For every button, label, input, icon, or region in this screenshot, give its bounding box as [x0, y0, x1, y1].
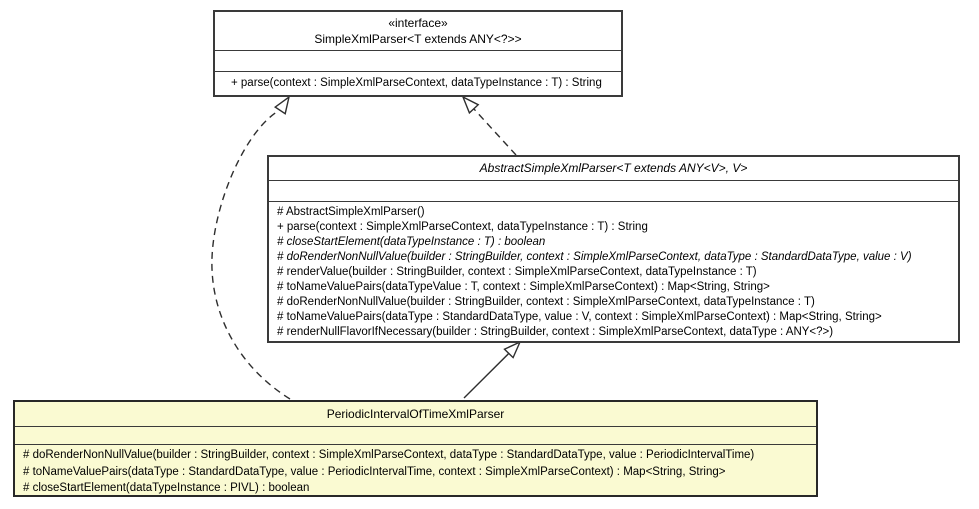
subclass-box[interactable]: PeriodicIntervalOfTimeXmlParser # doRend…: [13, 400, 818, 497]
attributes-compartment: [215, 50, 621, 71]
class-name: SimpleXmlParser<T extends ANY<?>>: [314, 32, 522, 46]
class-title-compartment: «interface» SimpleXmlParser<T extends AN…: [215, 12, 621, 50]
method-signature: # AbstractSimpleXmlParser(): [277, 206, 425, 218]
attributes-compartment: [15, 426, 816, 444]
generalization-arrow-subclass-to-abstract: [463, 352, 510, 399]
hollow-triangle-arrowhead: [461, 95, 480, 115]
methods-compartment: # AbstractSimpleXmlParser() + parse(cont…: [269, 201, 958, 341]
method-signature: # toNameValuePairs(dataType : StandardDa…: [23, 465, 726, 478]
class-name: PeriodicIntervalOfTimeXmlParser: [326, 406, 505, 421]
attributes-compartment: [269, 180, 958, 201]
class-name: AbstractSimpleXmlParser<T extends ANY<V>…: [479, 161, 748, 175]
realization-arrow-subclass-to-interface: [211, 109, 291, 400]
method-signature: # toNameValuePairs(dataType : StandardDa…: [277, 311, 882, 323]
method-signature: + parse(context : SimpleXmlParseContext,…: [277, 221, 648, 233]
method-signature: # doRenderNonNullValue(builder : StringB…: [277, 251, 912, 263]
method-signature: # renderNullFlavorIfNecessary(builder : …: [277, 326, 834, 338]
hollow-triangle-arrowhead: [273, 95, 291, 115]
method-signature: # toNameValuePairs(dataTypeValue : T, co…: [277, 281, 770, 293]
class-title-compartment: AbstractSimpleXmlParser<T extends ANY<V>…: [269, 157, 958, 180]
method-signature: # closeStartElement(dataTypeInstance : T…: [277, 236, 546, 248]
stereotype-label: «interface»: [388, 16, 448, 30]
method-signature: # doRenderNonNullValue(builder : StringB…: [23, 449, 755, 461]
method-signature: # doRenderNonNullValue(builder : StringB…: [277, 296, 815, 308]
method-signature: + parse(context : SimpleXmlParseContext,…: [231, 77, 602, 89]
abstract-class-box[interactable]: AbstractSimpleXmlParser<T extends ANY<V>…: [267, 155, 960, 343]
realization-arrow-abstract-to-interface: [473, 108, 517, 156]
method-signature: # renderValue(builder : StringBuilder, c…: [277, 266, 757, 278]
methods-compartment: + parse(context : SimpleXmlParseContext,…: [215, 71, 621, 95]
hollow-triangle-arrowhead: [503, 340, 522, 359]
interface-class-box[interactable]: «interface» SimpleXmlParser<T extends AN…: [213, 10, 623, 97]
methods-compartment: # doRenderNonNullValue(builder : StringB…: [15, 444, 816, 495]
class-title-compartment: PeriodicIntervalOfTimeXmlParser: [15, 402, 816, 426]
method-signature: # closeStartElement(dataTypeInstance : P…: [23, 482, 310, 494]
